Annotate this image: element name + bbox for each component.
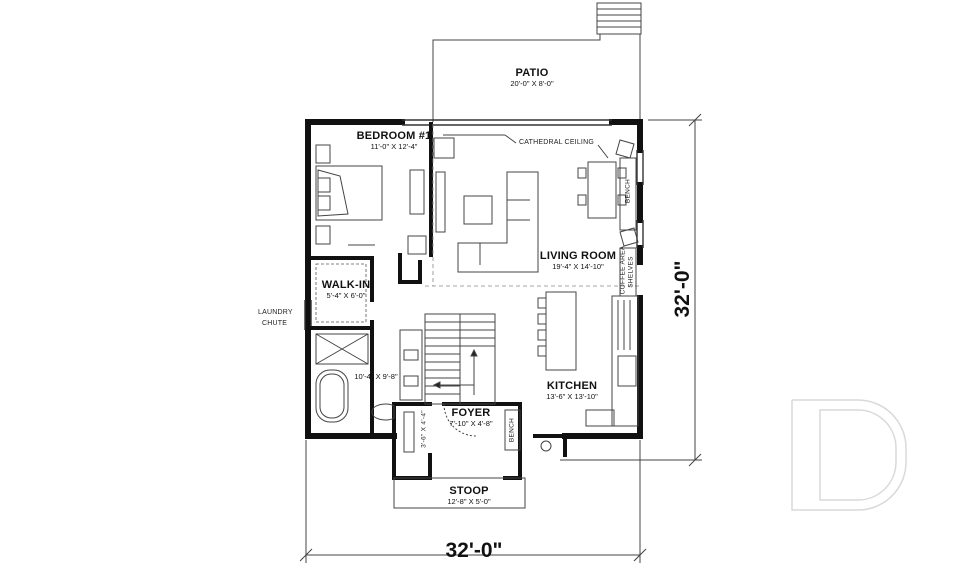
bedroom1-dims: 11'-0" X 12'-4" <box>370 142 418 151</box>
staircase-icon <box>424 313 496 405</box>
laundry-chute-note-line2: CHUTE <box>262 320 288 327</box>
bedroom-furniture <box>315 137 455 255</box>
patio-name: PATIO <box>515 67 549 79</box>
watermark-logo <box>791 399 907 511</box>
kitchen-label: KITCHEN 13'-6" X 13'-10" <box>546 380 598 402</box>
walkin-dims: 5'-4" X 6'-0" <box>326 291 366 300</box>
patio-steps-icon <box>596 2 642 35</box>
depth-dimension-line <box>560 113 702 467</box>
interior-walls <box>308 122 567 480</box>
foyer-label: FOYER 7'-10" X 4'-8" <box>449 407 492 429</box>
shelves-label: SHELVES <box>627 256 635 288</box>
foyer-name: FOYER <box>451 407 491 419</box>
walkin-name: WALK-IN <box>321 279 371 291</box>
living-room-dims: 19'-4" X 14'-10" <box>552 262 604 271</box>
cathedral-ceiling-note: CATHEDRAL CEILING <box>519 139 594 146</box>
bedroom1-label: BEDROOM #1 11'-0" X 12'-4" <box>357 130 432 152</box>
coffee-area-label: COFFEE AREA <box>619 245 627 295</box>
bathroom-label: 10'-4" X 9'-8" <box>354 372 397 382</box>
boiler-icon <box>540 440 552 452</box>
foyer-bench-label: BENCH <box>508 417 516 443</box>
stoop-outline <box>393 477 526 509</box>
living-room-label: LIVING ROOM 19'-4" X 14'-10" <box>540 250 616 272</box>
kitchen-fixtures <box>537 247 639 427</box>
stoop-dims: 12'-8" X 5'-0" <box>447 497 491 506</box>
patio-dims: 20'-0" X 8'-0" <box>510 79 554 88</box>
bathroom-fixtures <box>315 329 423 453</box>
width-dimension: 32'-0" <box>445 539 503 562</box>
patio-outline <box>432 33 641 122</box>
exterior-walls <box>305 119 643 439</box>
kitchen-name: KITCHEN <box>546 380 598 392</box>
laundry-chute-note-line1: LAUNDRY <box>258 309 293 316</box>
stoop-label: STOOP 12'-8" X 5'-0" <box>447 485 490 507</box>
walkin-label: WALK-IN 5'-4" X 6'-0" <box>322 279 370 301</box>
living-room-name: LIVING ROOM <box>539 250 617 262</box>
bedroom1-name: BEDROOM #1 <box>356 130 432 142</box>
width-dimension-line <box>299 440 647 563</box>
living-room-furniture <box>435 134 639 273</box>
depth-dimension: 32'-0" <box>671 260 694 318</box>
closet-dims: 3'-6" X 4'-4" <box>420 410 428 448</box>
foyer-dims: 7'-10" X 4'-8" <box>449 419 493 428</box>
bathroom-dims: 10'-4" X 9'-8" <box>354 372 398 381</box>
stoop-name: STOOP <box>449 485 489 497</box>
kitchen-dims: 13'-6" X 13'-10" <box>546 392 598 401</box>
patio-label: PATIO 20'-0" X 8'-0" <box>510 67 553 89</box>
living-bench-label: BENCH <box>624 178 632 204</box>
